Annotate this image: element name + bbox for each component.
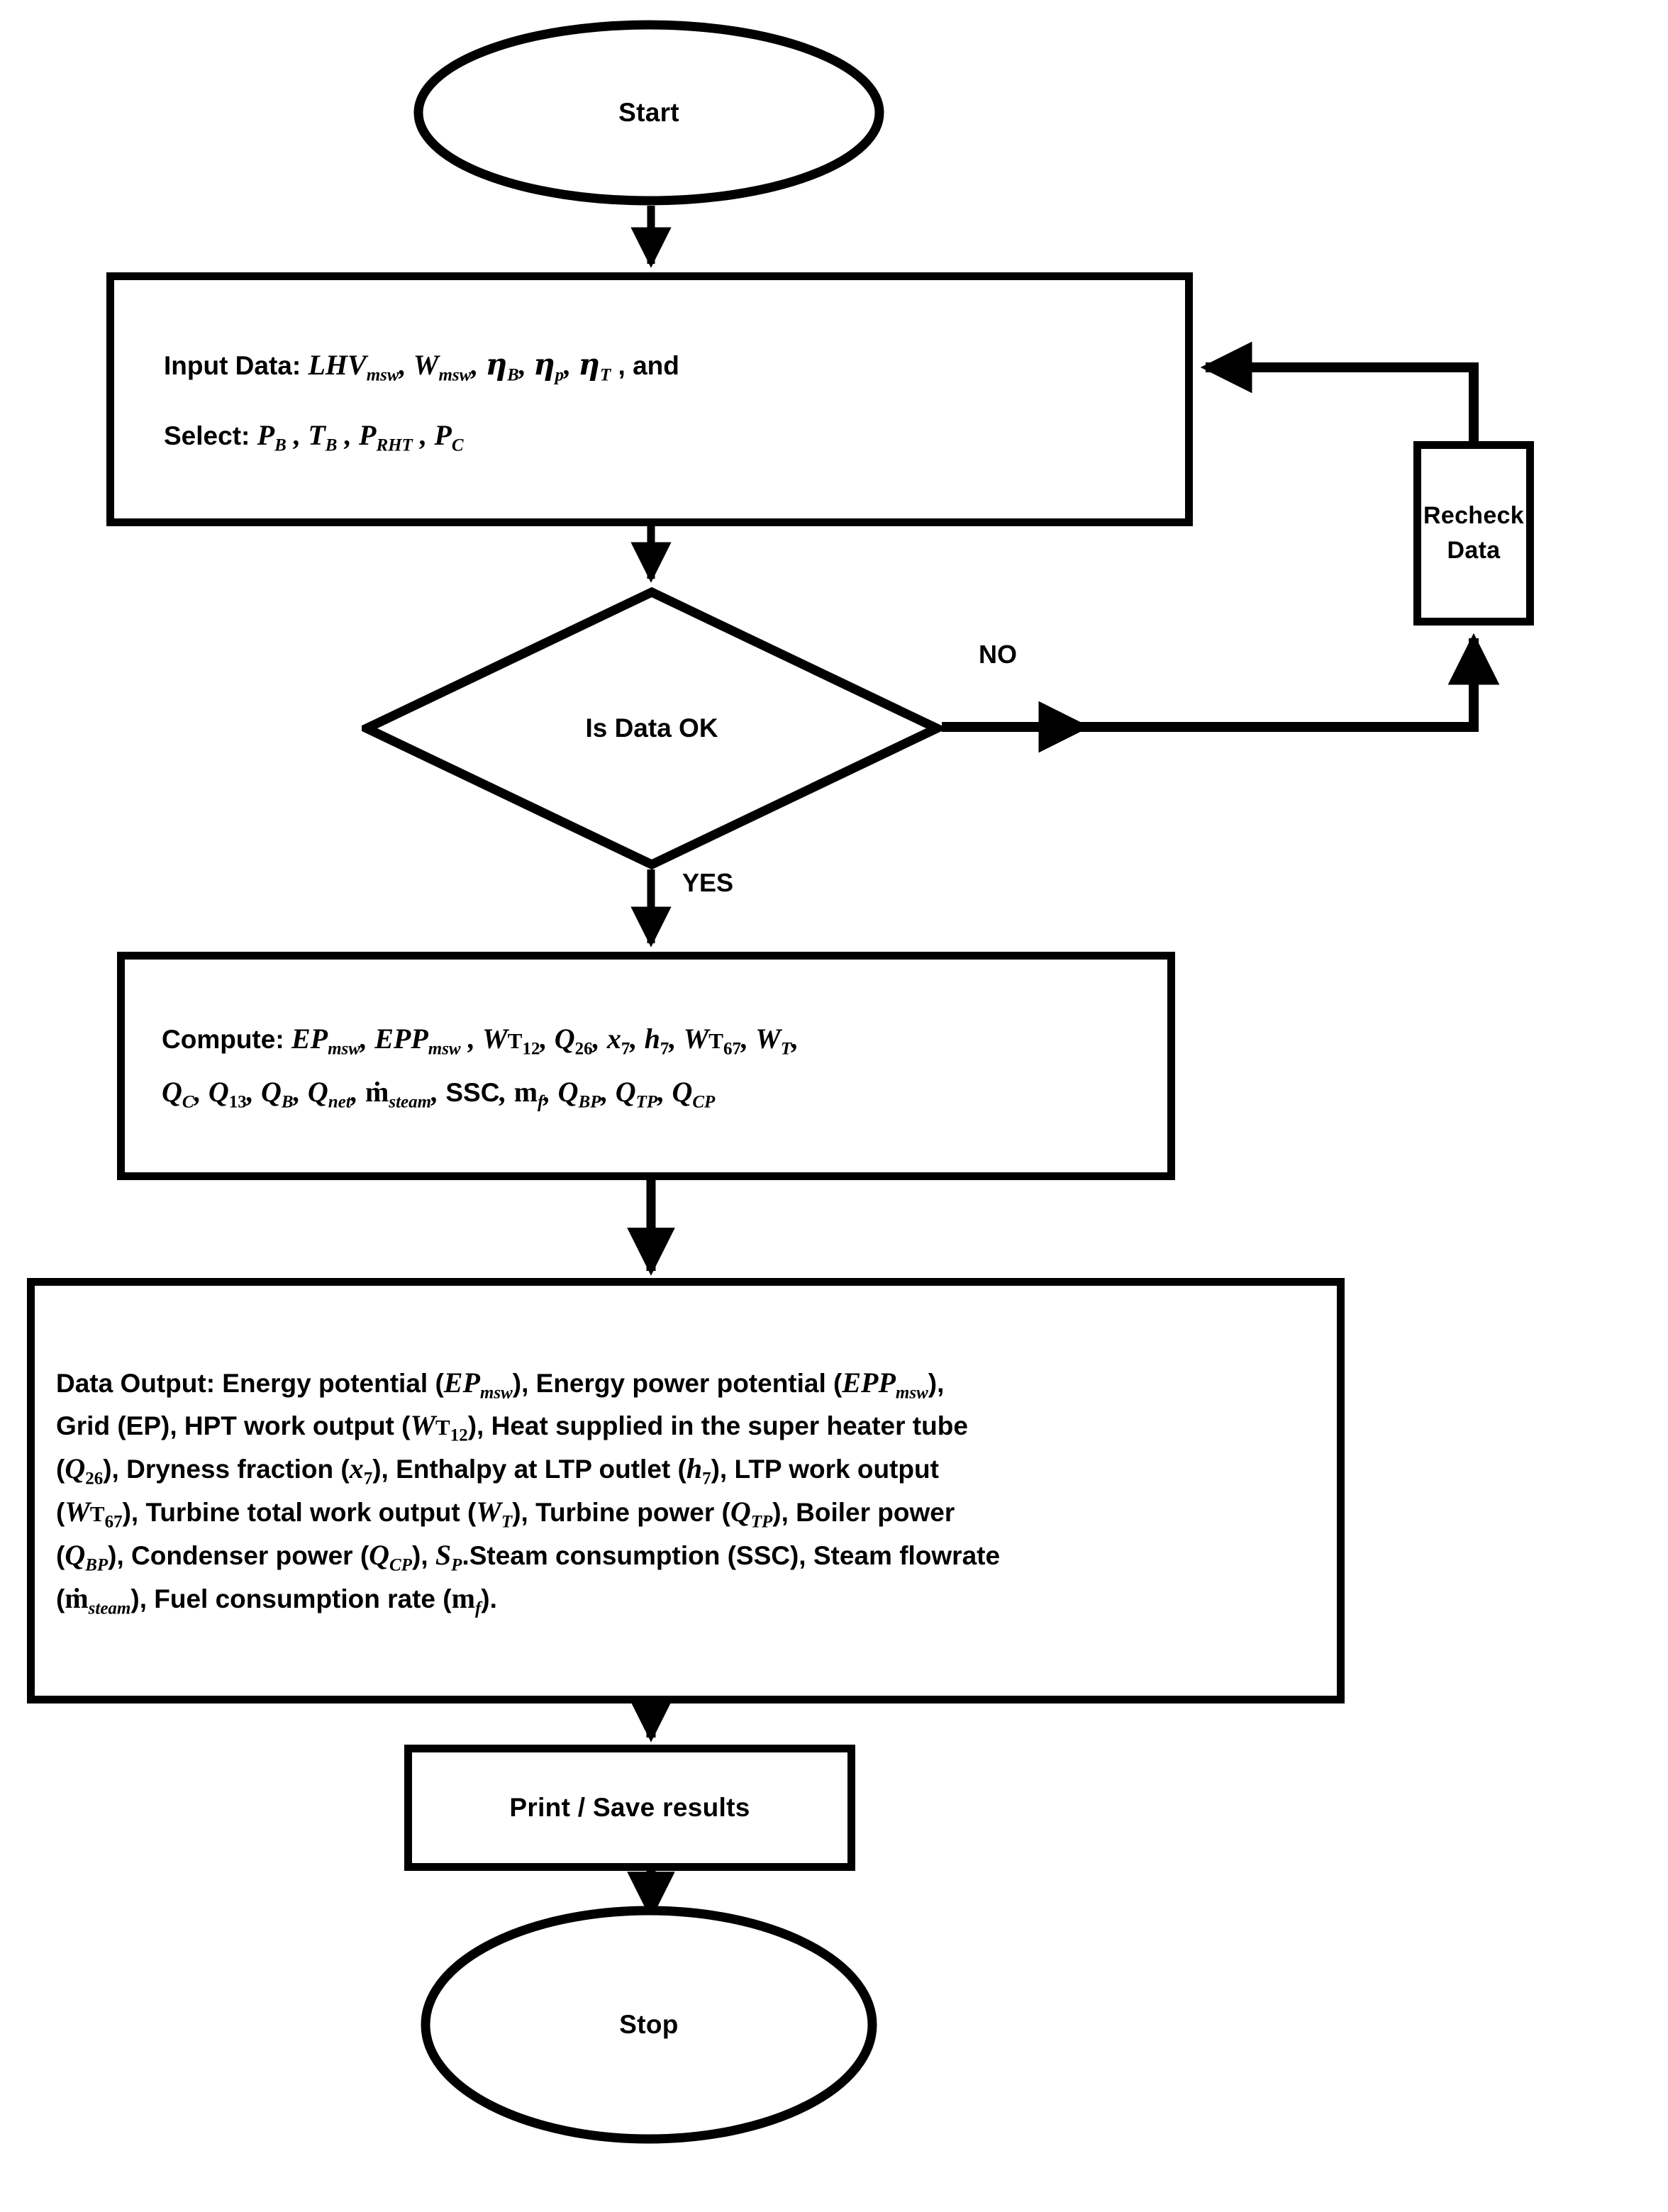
diamond-shape bbox=[362, 587, 942, 869]
stop-label: Stop bbox=[619, 2010, 679, 2040]
data-output-line-6: (ṁsteam), Fuel consumption rate (mf). bbox=[56, 1582, 497, 1618]
start-label: Start bbox=[618, 98, 679, 128]
data-output-line-3: (Q26), Dryness fraction (x7), Enthalpy a… bbox=[56, 1452, 939, 1489]
compute-line-1: Compute: EPmsw, EPPmsw , WT12, Q26, x7, … bbox=[162, 1023, 799, 1059]
data-output-line-4: (WT67), Turbine total work output (WT), … bbox=[56, 1496, 955, 1532]
start-terminator: Start bbox=[413, 20, 884, 206]
compute-line-2: QC, Q13, QB, Qnet, ṁsteam, SSC, mf, QBP… bbox=[162, 1076, 716, 1112]
data-output-process: Data Output: Energy potential (EPmsw), E… bbox=[27, 1278, 1345, 1704]
input-data-line-2: Select: PB , TB , PRHT , PC bbox=[164, 418, 464, 455]
compute-text: Compute: EPmsw, EPPmsw , WT12, Q26, x7, … bbox=[125, 1018, 1167, 1114]
input-data-process: Input Data: LHVmsw, Wmsw, ηB, ηp, ηT , a… bbox=[106, 272, 1193, 526]
is-data-ok-decision: Is Data OK bbox=[362, 587, 942, 869]
edge-label-no: NO bbox=[979, 640, 1017, 669]
ellipse-shape bbox=[413, 20, 884, 206]
edge-label-yes: YES bbox=[682, 868, 734, 897]
compute-line1-prefix: Compute: bbox=[162, 1025, 291, 1055]
recheck-line-2: Data bbox=[1447, 537, 1501, 564]
input-data-line1-prefix: Input Data: bbox=[164, 350, 308, 380]
edge-recheck-to-input bbox=[1200, 341, 1479, 441]
data-output-text: Data Output: Energy potential (EPmsw), E… bbox=[35, 1362, 1337, 1621]
edge-decision-no-to-recheck bbox=[942, 633, 1500, 732]
compute-ssc: SSC bbox=[445, 1078, 500, 1107]
recheck-data-text: Recheck Data bbox=[1423, 499, 1524, 569]
input-data-text: Input Data: LHVmsw, Wmsw, ηB, ηp, ηT , a… bbox=[114, 342, 1185, 457]
print-save-label: Print / Save results bbox=[509, 1793, 750, 1823]
input-data-line1-suffix: , and bbox=[618, 350, 679, 380]
recheck-data-process: Recheck Data bbox=[1413, 441, 1534, 626]
stop-terminator: Stop bbox=[420, 1905, 878, 2145]
data-output-line-1: Data Output: Energy potential (EPmsw), E… bbox=[56, 1366, 945, 1402]
input-data-line2-prefix: Select: bbox=[164, 421, 257, 450]
compute-process: Compute: EPmsw, EPPmsw , WT12, Q26, x7, … bbox=[117, 952, 1175, 1180]
print-save-process: Print / Save results bbox=[404, 1745, 855, 1871]
data-output-line-5: (QBP), Condenser power (QCP), SP.Steam c… bbox=[56, 1538, 1001, 1575]
ellipse-shape bbox=[421, 1906, 877, 2144]
recheck-line-1: Recheck bbox=[1423, 501, 1524, 529]
input-data-line-1: Input Data: LHVmsw, Wmsw, ηB, ηp, ηT , a… bbox=[164, 346, 679, 385]
data-output-line-2: Grid (EP), HPT work output (WT12), Heat … bbox=[56, 1409, 968, 1445]
decision-label: Is Data OK bbox=[585, 713, 718, 743]
